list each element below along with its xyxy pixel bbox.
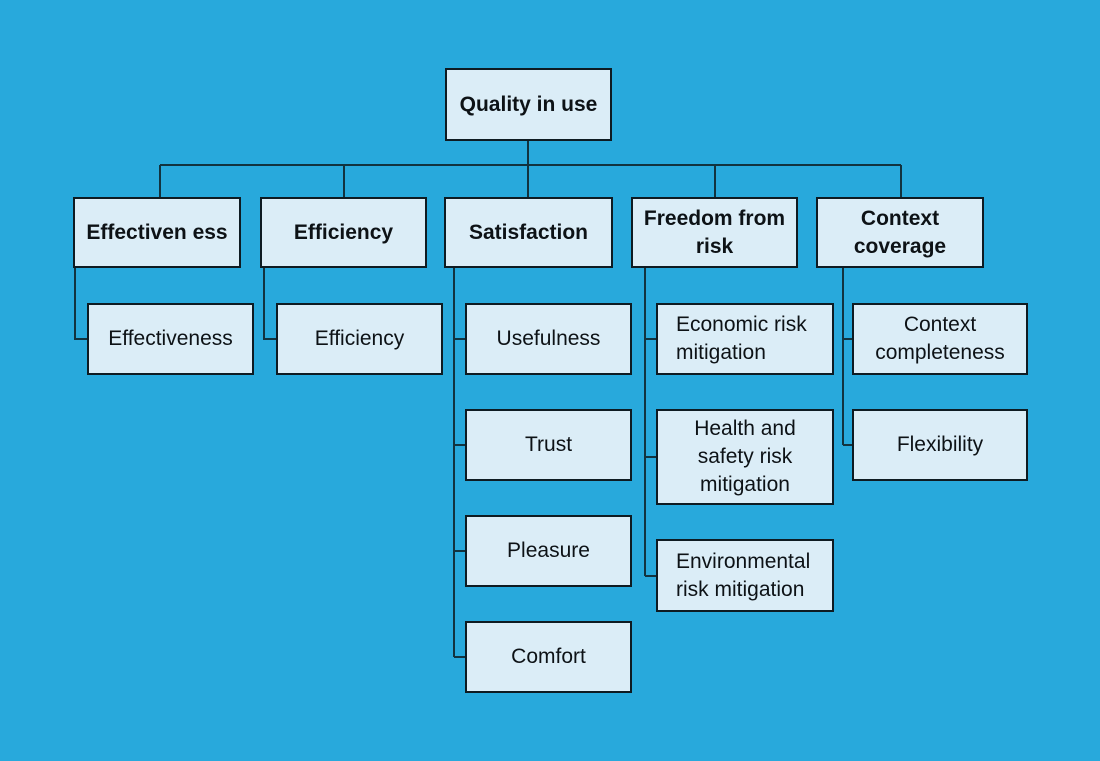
node-label: Health and safety risk mitigation [694,417,796,496]
node-label: Efficiency [293,220,394,244]
node-effectiveness[interactable]: Effectiven ess [73,197,241,268]
node-label: Effectiven ess [86,220,228,244]
node-freedom-from-risk[interactable]: Freedom from risk [631,197,798,268]
node-label: Context coverage [853,206,947,258]
node-label: Quality in use [459,92,598,116]
node-comfort[interactable]: Comfort [465,621,632,693]
node-label: Effectiveness [108,327,233,351]
node-context-coverage[interactable]: Context coverage [816,197,984,268]
node-efficiency-leaf[interactable]: Efficiency [276,303,443,375]
node-pleasure[interactable]: Pleasure [465,515,632,587]
node-usefulness[interactable]: Usefulness [465,303,632,375]
edge-effectiveness-to-leaf [73,268,87,341]
node-label: Freedom from risk [643,206,786,258]
node-label: Efficiency [314,327,405,351]
node-economic-risk-mitigation[interactable]: Economic risk mitigation [656,303,834,375]
node-trust[interactable]: Trust [465,409,632,481]
node-flexibility[interactable]: Flexibility [852,409,1028,481]
node-quality-in-use[interactable]: Quality in use [445,68,612,141]
node-label: Usefulness [496,327,601,351]
node-health-and-safety-risk-mitigation[interactable]: Health and safety risk mitigation [656,409,834,505]
node-efficiency[interactable]: Efficiency [260,197,427,268]
node-effectiveness-leaf[interactable]: Effectiveness [87,303,254,375]
node-label: Trust [524,433,573,457]
edge-efficiency-to-leaf [262,268,276,341]
node-label: Flexibility [896,433,984,457]
node-label: Environmental risk mitigation [676,549,811,601]
node-label: Context completeness [875,313,1005,364]
node-label: Economic risk mitigation [676,313,807,364]
node-label: Pleasure [507,539,590,563]
node-context-completeness[interactable]: Context completeness [852,303,1028,375]
node-satisfaction[interactable]: Satisfaction [444,197,613,268]
node-environmental-risk-mitigation[interactable]: Environmental risk mitigation [656,539,834,612]
node-label: Satisfaction [468,220,589,244]
node-label: Comfort [511,645,586,669]
